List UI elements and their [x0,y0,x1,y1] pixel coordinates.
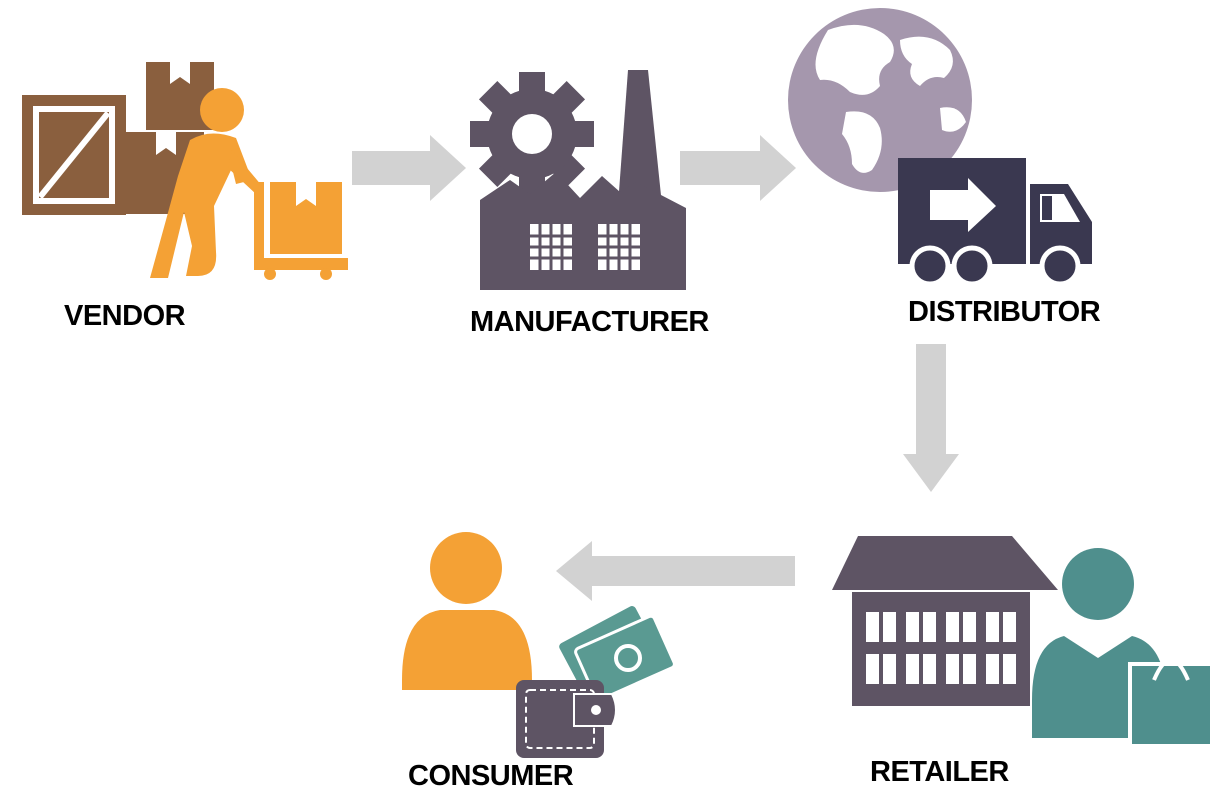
arrow-vendor-to-manufacturer [352,135,466,201]
vendor-worker-with-boxes-icon [22,62,348,280]
person-with-wallet-money-icon [402,532,676,758]
arrow-retailer-to-consumer [556,541,795,601]
factory-gear-icon [470,70,686,290]
store-with-shopper-icon [832,536,1214,748]
retailer-label: RETAILER [870,756,1009,788]
consumer-label: CONSUMER [408,760,574,792]
arrow-distributor-to-retailer [903,344,959,492]
vendor-label: VENDOR [64,300,186,332]
manufacturer-label: MANUFACTURER [470,306,709,338]
distributor-label: DISTRIBUTOR [908,296,1101,328]
globe-delivery-truck-icon [788,8,1092,287]
arrow-manufacturer-to-distributor [680,135,796,201]
